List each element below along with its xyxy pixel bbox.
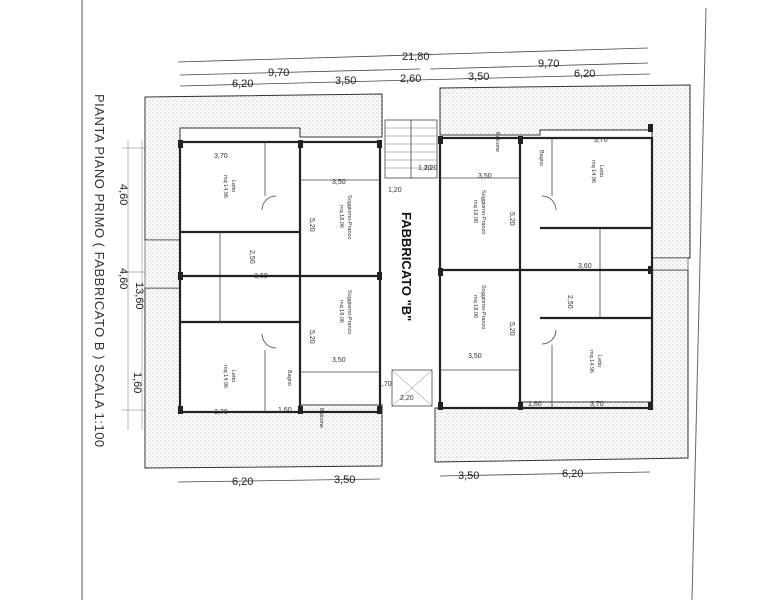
room-soggiorno-tr: Soggiorno-Pranzo [480, 190, 486, 234]
dim-bed-width-tr: 3,70 [594, 137, 608, 144]
bottom-dim-3: 3,50 [458, 470, 479, 482]
room-balcone-r: Balcone [494, 132, 500, 152]
dim-corridor-tl: 3,60 [254, 273, 268, 280]
room-letto-tl: Letto [230, 180, 236, 192]
dim-hall-br: 2,50 [566, 295, 573, 309]
room-soggiorno-bl-area: mq 18,06 [338, 300, 344, 323]
stair-dim-4: 2,20 [400, 395, 414, 402]
left-dimensions: 4,60 4,60 13,60 1,60 [117, 140, 150, 430]
left-room-labels: Letto mq 14,96 Soggiorno-Pranzo mq 18,06… [222, 175, 352, 428]
bottom-dim-2: 3,50 [334, 474, 355, 486]
room-bagno-bl: Bagno [286, 370, 292, 386]
left-dim-middle: 4,60 [117, 268, 129, 289]
top-dim-left-group: 9,70 [268, 67, 289, 79]
right-room-labels: Letto mq 14,96 Soggiorno-Pranzo mq 18,06… [472, 132, 604, 373]
dim-room-width-tr: 3,50 [478, 173, 492, 180]
top-dim-seg-5: 6,20 [574, 68, 595, 80]
room-letto-bl: Letto [230, 370, 236, 382]
top-dim-seg-3: 2,60 [400, 73, 421, 85]
room-soggiorno-br: Soggiorno-Pranzo [480, 285, 486, 329]
structural-columns [178, 124, 653, 414]
room-letto-br-area: mq 14,96 [588, 350, 594, 373]
bottom-dim-1: 6,20 [232, 476, 253, 488]
dim-bed-width-bl: 3,70 [214, 409, 228, 416]
stair-dim-1: 1,20 [388, 187, 402, 194]
left-dim-overall: 13,60 [133, 282, 145, 310]
stair-dim-2: 1,20 [418, 165, 432, 172]
dim-room-depth-tl: 5,20 [308, 218, 315, 232]
room-letto-bl-area: mq 14,96 [222, 365, 228, 388]
top-dimensions: 21,80 9,70 9,70 6,20 3,50 2,60 3,50 6,20 [177, 47, 651, 90]
dim-room-depth-tr: 5,20 [508, 212, 515, 226]
top-dim-seg-4: 3,50 [468, 71, 489, 83]
drawing-title: PIANTA PIANO PRIMO ( FABBRICATO B ) SCAL… [92, 94, 107, 448]
top-dim-right-group: 9,70 [538, 58, 559, 70]
top-dim-seg-2: 3,50 [335, 75, 356, 87]
stair-dim-3: 1,70 [378, 381, 392, 388]
central-stair: 1,20 1,20 1,70 2,20 [378, 119, 438, 407]
room-balcone-l: Balcone [318, 408, 324, 428]
dim-hall-tl: 2,50 [248, 250, 255, 264]
dim-landing: 1,20 [424, 165, 438, 172]
bottom-dimensions: 6,20 3,50 3,50 6,20 [177, 468, 651, 488]
dim-bath-l: 1,60 [278, 407, 292, 414]
left-dim-upper: 4,60 [117, 184, 129, 205]
dim-room-width-br: 3,50 [468, 353, 482, 360]
dim-bath-r: 1,60 [528, 401, 542, 408]
room-soggiorno-bl: Soggiorno-Pranzo [346, 290, 352, 334]
room-letto-tl-area: mq 14,96 [222, 175, 228, 198]
dim-bed-width-tl: 3,70 [214, 153, 228, 160]
room-letto-br: Letto [596, 355, 602, 367]
room-letto-tr-area: mq 14,96 [590, 160, 596, 183]
left-dim-lower: 1,60 [131, 372, 143, 393]
top-dim-overall: 21,80 [402, 51, 430, 63]
room-soggiorno-tl: Soggiorno-Pranzo [346, 195, 352, 239]
room-bagno-tr: Bagno [538, 150, 544, 166]
room-soggiorno-tl-area: mq 18,06 [338, 205, 344, 228]
building-label: FABBRICATO "B" [399, 212, 414, 321]
dim-room-depth-br: 5,20 [508, 322, 515, 336]
page-right-border [691, 7, 707, 600]
room-letto-tr: Letto [598, 165, 604, 177]
top-dim-seg-1: 6,20 [232, 78, 253, 90]
dim-corridor-tr: 3,60 [578, 263, 592, 270]
left-apartments-walls [178, 140, 382, 414]
dim-bed-width-br: 3,70 [590, 401, 604, 408]
room-soggiorno-br-area: mq 18,06 [472, 295, 478, 318]
dim-room-width-bl: 3,50 [332, 357, 346, 364]
right-apartments-walls [438, 136, 654, 410]
bottom-dim-4: 6,20 [562, 468, 583, 480]
dim-room-depth-bl: 5,20 [308, 330, 315, 344]
dim-room-width-tl: 3,50 [332, 179, 346, 186]
room-soggiorno-tr-area: mq 18,06 [472, 200, 478, 223]
inner-dimensions: 3,50 3,50 3,50 3,50 3,70 3,70 3,70 3,70 … [214, 137, 608, 416]
